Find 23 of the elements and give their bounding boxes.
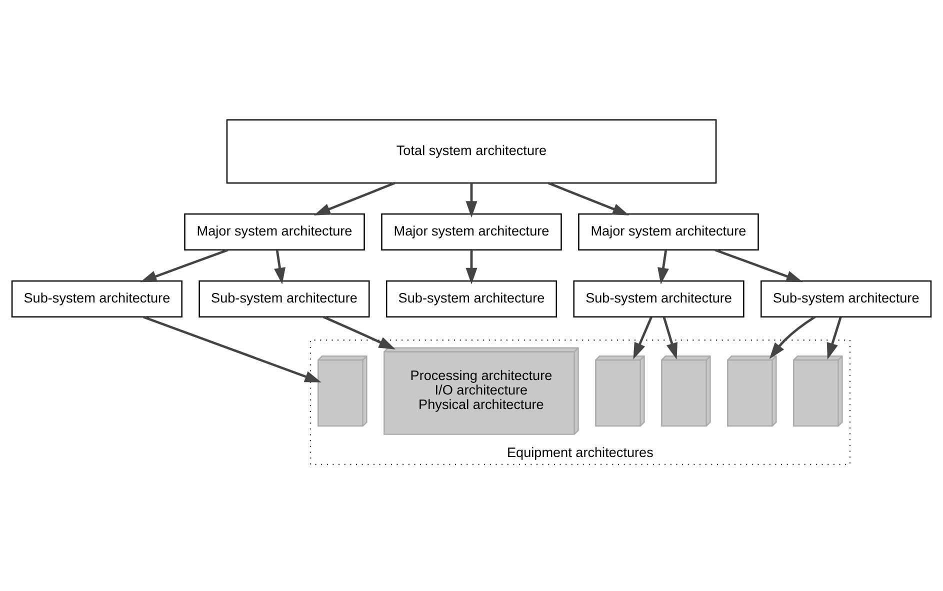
node-box: Sub-system architecture — [386, 280, 558, 317]
arrow — [714, 248, 803, 282]
arrow — [314, 181, 396, 215]
node-box: Sub-system architecture — [573, 280, 744, 317]
arrow — [769, 315, 816, 359]
node-box: Sub-system architecture — [11, 280, 182, 317]
node-box: Major system architecture — [381, 212, 562, 250]
arrow — [466, 182, 478, 218]
arrow — [274, 249, 286, 284]
arrow — [140, 248, 228, 282]
node-box: Major system architecture — [578, 212, 759, 250]
arrow — [548, 181, 630, 215]
node-box: Sub-system architecture — [760, 280, 932, 317]
arrow — [662, 316, 678, 359]
node-box: Sub-system architecture — [198, 280, 370, 317]
node-box: Total system architecture — [226, 118, 717, 184]
arrow — [658, 249, 669, 284]
node-box: Major system architecture — [184, 212, 365, 250]
arrow — [633, 316, 652, 359]
arrow — [466, 250, 478, 284]
arrow — [142, 315, 322, 382]
arrow — [826, 316, 842, 359]
arrow — [322, 315, 396, 349]
